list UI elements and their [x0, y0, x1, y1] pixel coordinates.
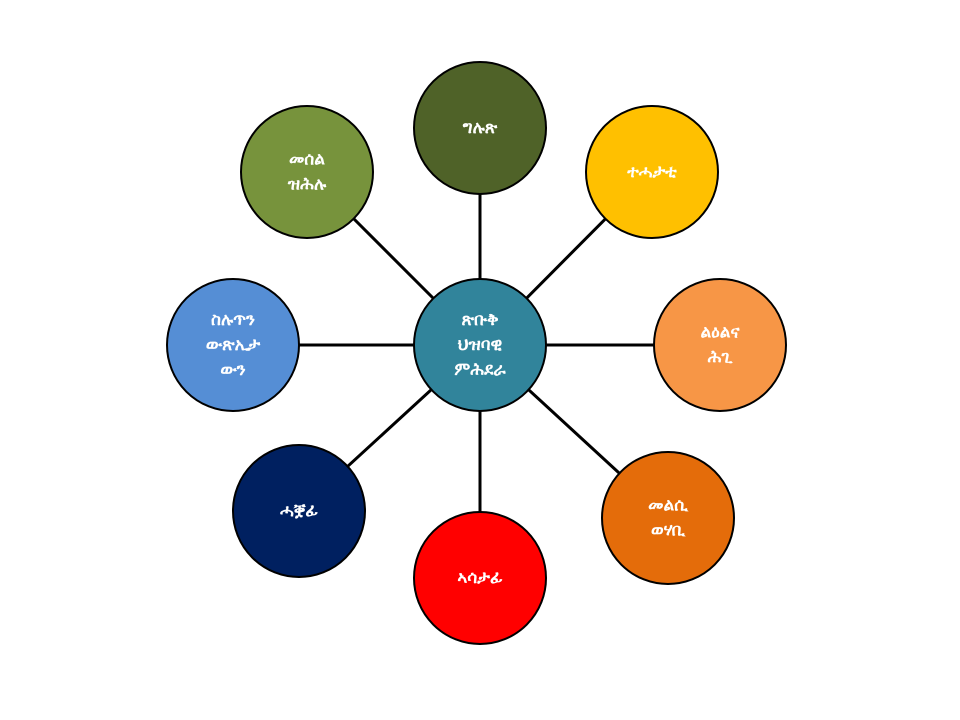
node-label-bottom-line-1: ኣሳታፊ — [457, 568, 503, 588]
node-label-top-left-line-1: መሰል — [289, 150, 325, 170]
node-circle-top — [413, 61, 547, 195]
node-circle-bottom-left — [232, 444, 366, 578]
node-top-right: ተሓታቲ — [585, 105, 719, 239]
node-left: ስሉጥን ውጽኢታ ውን — [166, 278, 300, 412]
node-circle-top-right — [585, 105, 719, 239]
node-label-bottom-right-line-1: መልሲ — [648, 496, 689, 516]
node-label-right-line-2: ሕጊ — [708, 348, 734, 368]
node-label-left-line-2: ውጽኢታ — [206, 335, 261, 355]
node-circle-top-left — [240, 105, 374, 239]
node-label-top-line-1: ግሉጽ — [463, 118, 498, 138]
node-label-left-line-1: ስሉጥን — [211, 310, 255, 330]
node-label-top-right-line-1: ተሓታቲ — [626, 162, 677, 182]
node-label-center-line-2: ህዝባዊ — [458, 335, 503, 355]
node-label-bottom-right-line-2: ወሃቢ — [651, 521, 687, 541]
node-right: ልዕልና ሕጊ — [653, 278, 787, 412]
node-circle-bottom-right — [601, 451, 735, 585]
node-bottom-left: ሓቛፊ — [232, 444, 366, 578]
node-label-left-line-3: ውን — [220, 360, 245, 380]
nodes: ግሉጽ ተሓታቲ ልዕልና ሕጊ መልሲ ወሃቢ ኣሳታፊ ሓቛፊ ስሉጥን ውጽኢታ ውን መሰል ዝ… — [166, 61, 787, 645]
node-circle-left — [166, 278, 300, 412]
node-label-right-line-1: ልዕልና — [701, 323, 741, 343]
node-center: ጽቡቅ ህዝባዊ ምሕደራ — [413, 278, 547, 412]
node-label-top-left-line-2: ዝሕሉ — [287, 175, 327, 195]
node-bottom-right: መልሲ ወሃቢ — [601, 451, 735, 585]
node-label-center-line-3: ምሕደራ — [454, 360, 506, 380]
node-top-left: መሰል ዝሕሉ — [240, 105, 374, 239]
node-label-bottom-left-line-1: ሓቛፊ — [280, 501, 318, 521]
node-circle-center — [413, 278, 547, 412]
node-bottom: ኣሳታፊ — [413, 511, 547, 645]
node-top: ግሉጽ — [413, 61, 547, 195]
node-circle-right — [653, 278, 787, 412]
node-circle-bottom — [413, 511, 547, 645]
node-label-center-line-1: ጽቡቅ — [462, 310, 499, 330]
